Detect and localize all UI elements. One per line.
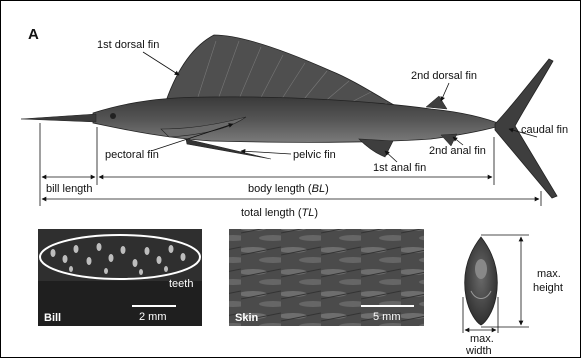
- bill-scale-label: 2 mm: [139, 311, 167, 323]
- skin-photo-inset: 5 mm Skin: [229, 229, 424, 326]
- label-total-length: total length (TL): [241, 207, 318, 219]
- bill-inset-label: Bill: [44, 312, 61, 324]
- label-max-width-1: max.: [470, 333, 494, 345]
- label-second-anal-fin: 2nd anal fin: [429, 145, 486, 157]
- cross-section-inset: [465, 237, 498, 325]
- label-body-length: body length (BL): [248, 183, 329, 195]
- label-max-height-1: max.: [537, 268, 561, 280]
- label-max-width-2: width: [465, 345, 492, 357]
- label-teeth: teeth: [169, 278, 193, 290]
- label-first-dorsal-fin: 1st dorsal fin: [97, 39, 159, 51]
- leader-second-anal-fin: [453, 137, 463, 145]
- skin-scale-label: 5 mm: [373, 311, 401, 323]
- sailfish-illustration: [21, 35, 557, 198]
- leader-first-anal-fin: [385, 151, 397, 162]
- label-second-dorsal-fin: 2nd dorsal fin: [411, 70, 477, 82]
- label-max-height-2: height: [533, 282, 563, 294]
- panel-letter: A: [28, 26, 39, 43]
- label-first-anal-fin: 1st anal fin: [373, 162, 426, 174]
- leader-first-dorsal-fin: [143, 52, 179, 75]
- label-bill-length: bill length: [46, 183, 92, 195]
- label-pectoral-fin: pectoral fin: [105, 149, 159, 161]
- bill-photo-inset: teeth 2 mm Bill: [38, 229, 202, 326]
- label-pelvic-fin: pelvic fin: [293, 149, 336, 161]
- leader-second-dorsal-fin: [441, 83, 449, 101]
- skin-inset-label: Skin: [235, 312, 259, 324]
